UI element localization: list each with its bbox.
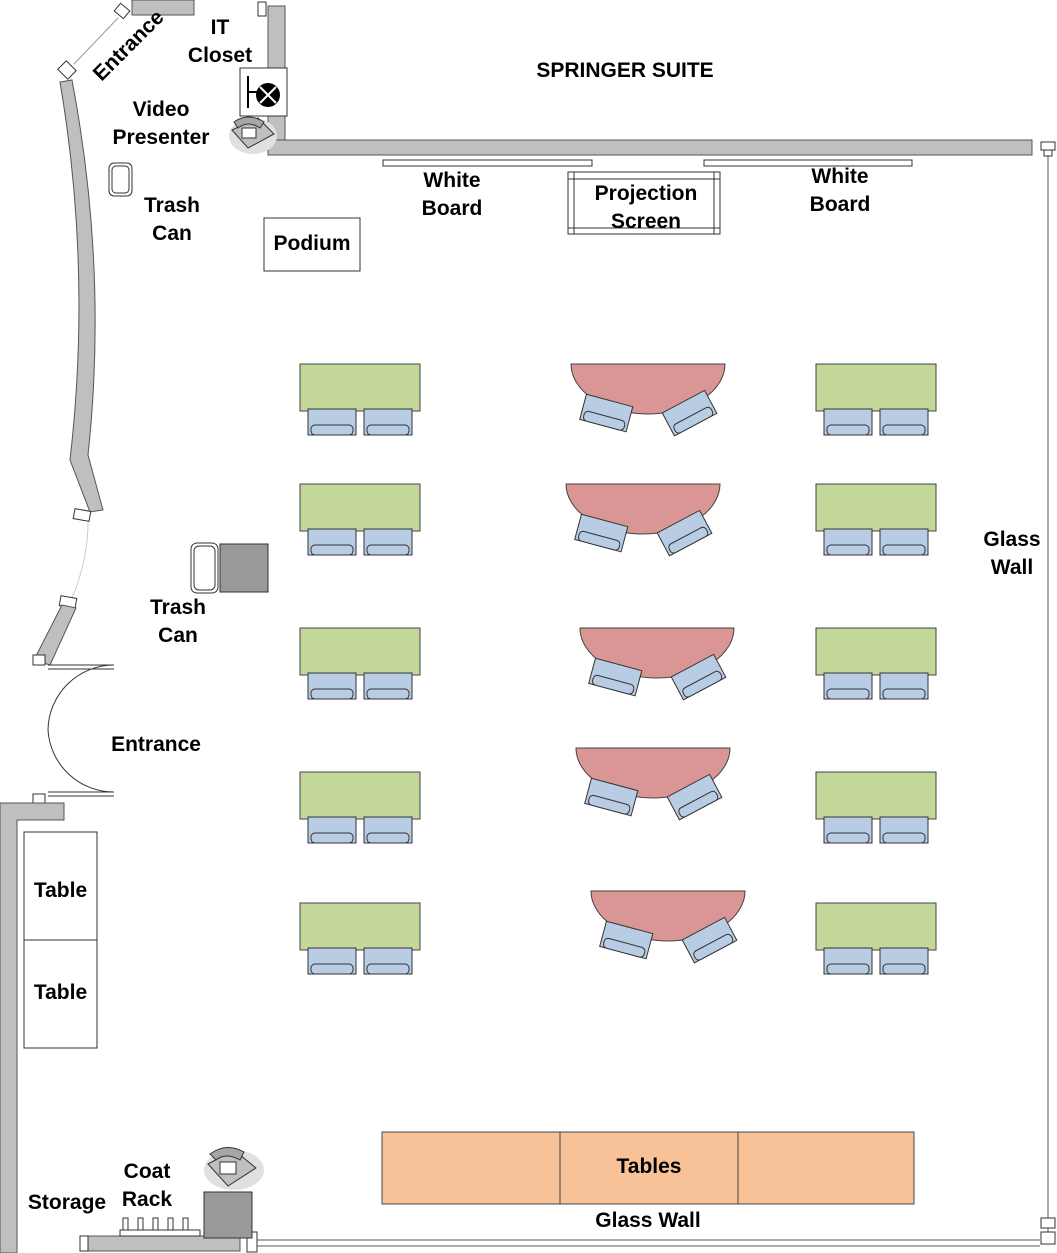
chair bbox=[666, 773, 723, 821]
video-presenter-label: Video Presenter bbox=[112, 98, 210, 149]
rect-table bbox=[299, 483, 421, 532]
wall-post bbox=[1040, 1231, 1056, 1245]
chair bbox=[307, 528, 357, 556]
white-board-left bbox=[382, 159, 593, 167]
wall-post bbox=[1040, 1217, 1056, 1229]
door-swing-lower bbox=[47, 729, 115, 793]
chair bbox=[363, 672, 413, 700]
projection-screen-label: Projection Screen bbox=[594, 182, 698, 233]
chair bbox=[307, 816, 357, 844]
chair bbox=[879, 816, 929, 844]
seating-layer bbox=[299, 363, 937, 975]
projection-screen bbox=[567, 171, 721, 235]
rect-table bbox=[815, 483, 937, 532]
wall-top bbox=[267, 139, 1033, 156]
glass-section bbox=[71, 521, 89, 599]
side-table-1-label: Table bbox=[33, 879, 88, 902]
chair bbox=[363, 947, 413, 975]
curved-wall bbox=[59, 79, 104, 513]
suite-title: SPRINGER SUITE bbox=[536, 59, 714, 82]
white-board-right-label: White Board bbox=[809, 165, 871, 216]
trash-can-mid-label: Trash Can bbox=[149, 596, 207, 647]
chair bbox=[307, 672, 357, 700]
glass-wall-bottom-label: Glass Wall bbox=[595, 1209, 701, 1232]
chair bbox=[879, 672, 929, 700]
side-table-2 bbox=[23, 939, 98, 1049]
podium-label: Podium bbox=[273, 232, 351, 255]
rect-table bbox=[815, 627, 937, 676]
long-table-center bbox=[559, 1131, 739, 1205]
rect-table bbox=[299, 771, 421, 820]
chair bbox=[879, 408, 929, 436]
chair bbox=[661, 389, 718, 437]
rect-table bbox=[815, 771, 937, 820]
coat-rack bbox=[119, 1217, 201, 1237]
rect-table bbox=[299, 902, 421, 951]
chair bbox=[307, 947, 357, 975]
chair bbox=[823, 947, 873, 975]
window-jamb bbox=[72, 508, 92, 522]
chair bbox=[823, 816, 873, 844]
telephone-icon bbox=[204, 1147, 264, 1190]
long-table-left bbox=[381, 1131, 561, 1205]
chair bbox=[681, 916, 738, 964]
chair bbox=[670, 653, 727, 701]
door-entrance-top bbox=[73, 17, 119, 65]
trash-bin bbox=[219, 543, 269, 593]
wall-left-lower bbox=[0, 802, 65, 1253]
wall-post bbox=[1040, 141, 1056, 151]
chair bbox=[584, 777, 639, 817]
chair bbox=[879, 947, 929, 975]
rect-table bbox=[815, 363, 937, 412]
chair bbox=[574, 513, 629, 553]
coat-rack-box bbox=[203, 1191, 253, 1239]
telephone-icon bbox=[229, 116, 277, 154]
tables-label: Tables bbox=[616, 1155, 682, 1178]
white-board-right bbox=[703, 159, 913, 167]
chair bbox=[823, 528, 873, 556]
chair bbox=[823, 672, 873, 700]
chair bbox=[879, 528, 929, 556]
chair bbox=[579, 393, 634, 433]
door-jamb bbox=[113, 2, 131, 20]
wall-top-left bbox=[131, 0, 195, 16]
chair bbox=[656, 509, 713, 557]
rect-table bbox=[299, 627, 421, 676]
coat-rack-label: Coat Rack bbox=[121, 1160, 173, 1211]
white-board-left-label: White Board bbox=[421, 169, 483, 220]
chair bbox=[363, 816, 413, 844]
chair bbox=[599, 920, 654, 960]
podium bbox=[263, 217, 361, 272]
chair bbox=[588, 657, 643, 697]
entrance-mid-label: Entrance bbox=[111, 733, 201, 756]
rect-table bbox=[815, 902, 937, 951]
side-table-1 bbox=[23, 831, 98, 941]
it-closet-label: IT Closet bbox=[187, 16, 253, 67]
chair bbox=[823, 408, 873, 436]
wall-post bbox=[257, 1, 267, 17]
chair bbox=[363, 408, 413, 436]
long-table-right bbox=[737, 1131, 915, 1205]
door-swing-upper bbox=[47, 664, 115, 731]
door-jamb bbox=[57, 60, 77, 80]
wall-post bbox=[32, 654, 46, 666]
chair bbox=[363, 528, 413, 556]
storage-label: Storage bbox=[27, 1191, 107, 1214]
side-table-2-label: Table bbox=[33, 981, 88, 1004]
trash-can-top-label: Trash Can bbox=[143, 194, 201, 245]
glass-wall-right-label: Glass Wall bbox=[983, 528, 1041, 579]
rect-table bbox=[299, 363, 421, 412]
chair bbox=[307, 408, 357, 436]
